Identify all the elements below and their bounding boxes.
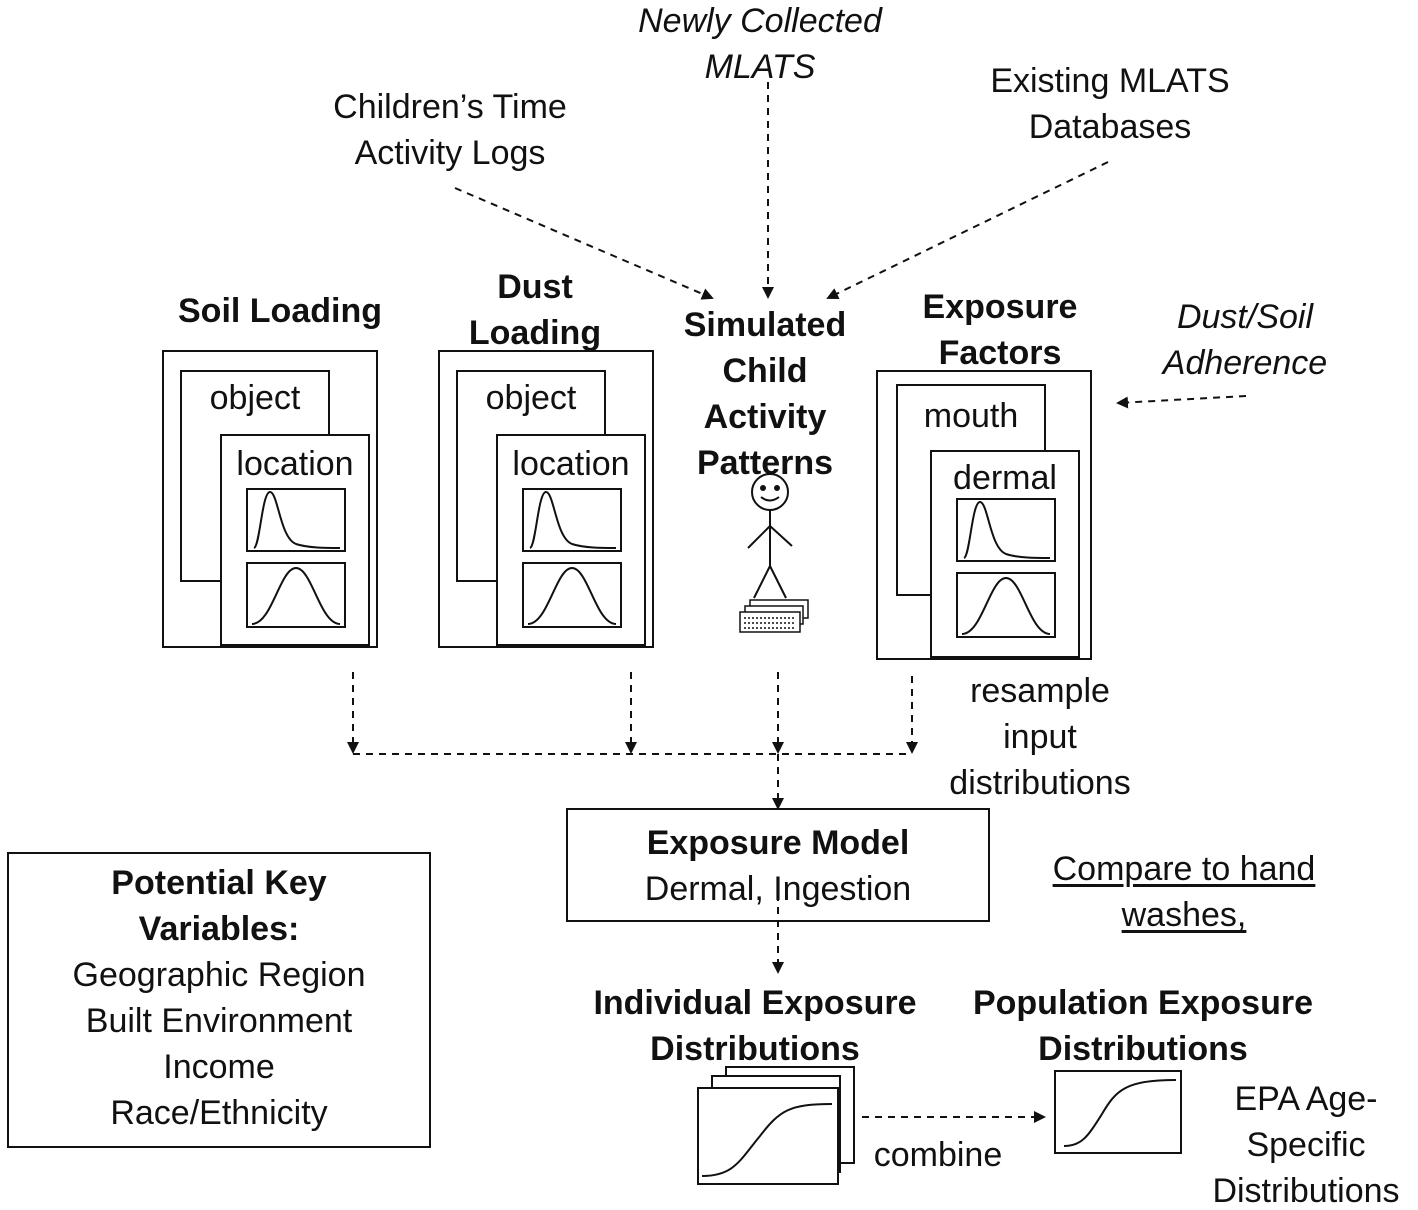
adherence-line-1: Dust/Soil (1176, 298, 1314, 336)
exposure-factors-title: Exposure Factors (890, 284, 1110, 376)
dust-soil-adherence-label: Dust/Soil Adherence (1130, 294, 1360, 386)
key-variables-box (7, 852, 431, 1148)
dust-loading-title: Dust Loading (430, 264, 640, 356)
exposure-factors-line-2: Factors (938, 334, 1062, 372)
dust-object-label: object (485, 379, 577, 417)
dust-location-label: location (512, 445, 630, 483)
soil-skewed-distribution-icon (246, 488, 346, 552)
arrow-existing-mlats-to-patterns (826, 161, 1109, 300)
adherence-line-2: Adherence (1162, 344, 1328, 382)
individual-line-1: Individual Exposure (593, 984, 917, 1022)
compare-hand-washes-label: Compare to hand washes, (1024, 846, 1344, 938)
source-new-mlats-line-1: Newly Collected (638, 2, 882, 40)
individual-cdf-stack-icon (697, 1066, 855, 1185)
source-newly-collected-mlats: Newly Collected MLATS (600, 0, 920, 90)
stick-figure-icon (739, 473, 809, 633)
dust-title-line-2: Loading (468, 314, 602, 352)
epa-line-1: EPA Age- (1234, 1080, 1378, 1118)
exposure-model-subtitle: Dermal, Ingestion (644, 870, 912, 908)
resample-line-1: resample (970, 672, 1110, 710)
dust-title-line-1: Dust (497, 268, 573, 306)
simulated-line-1: Simulated (683, 306, 847, 344)
key-variable-item: Race/Ethnicity (110, 1094, 328, 1132)
dust-location-card: location (496, 434, 646, 646)
soil-loading-title: Soil Loading (178, 292, 382, 330)
individual-distributions-title: Individual Exposure Distributions (560, 980, 950, 1072)
source-time-logs-line-2: Activity Logs (354, 134, 546, 172)
epa-line-2: Specific (1246, 1126, 1366, 1164)
key-variable-item: Geographic Region (72, 956, 366, 994)
soil-object-label: object (209, 379, 301, 417)
exposure-factors-line-1: Exposure (922, 288, 1078, 326)
exposure-model-box (566, 808, 990, 922)
activity-log-stack-icon (739, 599, 809, 633)
epa-line-3: Distributions (1212, 1172, 1400, 1210)
key-variable-item: Built Environment (85, 1002, 353, 1040)
mouth-label: mouth (923, 397, 1019, 435)
source-existing-mlats-line-1: Existing MLATS (990, 62, 1230, 100)
dermal-skewed-distribution-icon (956, 498, 1056, 562)
source-time-activity-logs: Children’s Time Activity Logs (300, 84, 600, 176)
compare-line-1: Compare to hand (1052, 850, 1316, 888)
soil-loading-panel: object location (162, 350, 378, 648)
soil-location-card: location (220, 434, 370, 646)
individual-line-2: Distributions (650, 1030, 860, 1068)
simulated-line-3: Activity (703, 398, 827, 436)
dermal-card: dermal (930, 450, 1080, 658)
soil-normal-distribution-icon (246, 562, 346, 628)
dust-skewed-distribution-icon (522, 488, 622, 552)
dermal-normal-distribution-icon (956, 572, 1056, 638)
key-variables-title-1: Potential Key (111, 864, 327, 902)
dust-loading-panel: object location (438, 350, 654, 648)
source-new-mlats-line-2: MLATS (704, 48, 816, 86)
exposure-model-title: Exposure Model (646, 824, 910, 862)
dermal-label: dermal (953, 459, 1057, 497)
population-line-2: Distributions (1038, 1030, 1248, 1068)
resample-line-3: distributions (949, 764, 1131, 802)
source-existing-mlats: Existing MLATS Databases (950, 58, 1270, 150)
key-variables-text: Potential Key Variables: Geographic Regi… (8, 860, 430, 1136)
population-cdf-icon (1054, 1070, 1182, 1154)
combine-label: combine (873, 1136, 1003, 1174)
soil-location-label: location (236, 445, 354, 483)
resample-line-2: input (1003, 718, 1077, 756)
simulated-line-2: Child (722, 352, 808, 390)
compare-line-2: washes, (1121, 896, 1247, 934)
arrow-adherence-to-factors (1116, 395, 1247, 409)
dust-normal-distribution-icon (522, 562, 622, 628)
population-distributions-title: Population Exposure Distributions (948, 980, 1338, 1072)
epa-age-specific-label: EPA Age- Specific Distributions (1196, 1076, 1416, 1210)
population-line-1: Population Exposure (972, 984, 1314, 1022)
resample-label: resample input distributions (920, 668, 1160, 806)
simulated-patterns-title: Simulated Child Activity Patterns (660, 302, 870, 486)
key-variable-item: Income (163, 1048, 275, 1086)
key-variables-title-2: Variables: (138, 910, 300, 948)
exposure-model-text: Exposure Model Dermal, Ingestion (567, 820, 989, 912)
source-existing-mlats-line-2: Databases (1028, 108, 1192, 146)
source-time-logs-line-1: Children’s Time (333, 88, 567, 126)
exposure-factors-panel: mouth dermal (876, 370, 1092, 660)
